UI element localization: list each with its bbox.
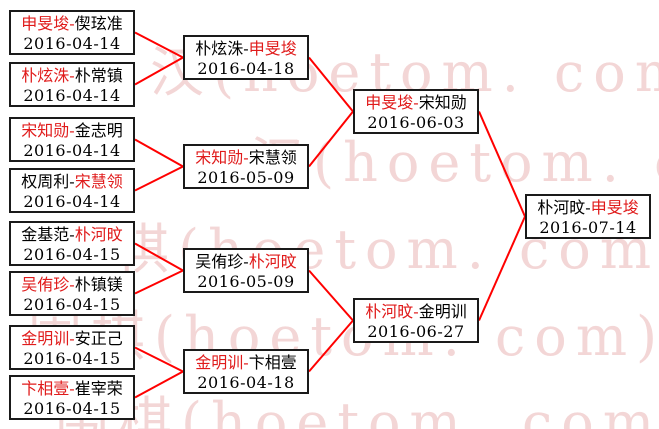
player-left: 金明训 — [195, 353, 244, 372]
match-date: 2016-04-14 — [23, 192, 121, 211]
match-box-r1-2: 朴炫洙-朴常镇 2016-04-14 — [9, 62, 135, 107]
hyphen: - — [243, 252, 249, 271]
match-date: 2016-04-14 — [23, 34, 121, 53]
match-players: 申旻埈-偰玹准 — [11, 13, 133, 34]
hyphen: - — [243, 353, 249, 372]
hyphen: - — [69, 329, 75, 348]
hyphen: - — [243, 148, 249, 167]
match-players: 朴河旼-金明训 — [355, 301, 477, 322]
match-date: 2016-04-15 — [23, 295, 121, 314]
match-date: 2016-04-14 — [23, 141, 121, 160]
match-date: 2016-06-03 — [367, 113, 465, 132]
match-box-qf-2: 宋知勋-宋慧领 2016-05-09 — [183, 144, 309, 189]
player-left: 权周利 — [21, 172, 70, 191]
match-players: 吴侑珍-朴河旼 — [185, 251, 307, 272]
player-right: 宋慧领 — [74, 172, 123, 191]
match-box-r1-5: 金基范-朴河旼 2016-04-15 — [9, 221, 135, 266]
player-right: 朴河旼 — [248, 252, 297, 271]
match-box-r1-4: 权周利-宋慧领 2016-04-14 — [9, 168, 135, 213]
match-players: 朴炫洙-申旻埈 — [185, 38, 307, 59]
hyphen: - — [69, 14, 75, 33]
hyphen: - — [69, 379, 75, 398]
player-right: 宋知勋 — [418, 93, 467, 112]
player-right: 申旻埈 — [590, 198, 639, 217]
hyphen: - — [69, 172, 75, 191]
player-right: 卞相壹 — [248, 353, 297, 372]
hyphen: - — [69, 66, 75, 85]
match-players: 权周利-宋慧领 — [11, 171, 133, 192]
player-left: 吴侑珍 — [195, 252, 244, 271]
match-box-sf-1: 申旻埈-宋知勋 2016-06-03 — [353, 89, 479, 134]
match-date: 2016-04-14 — [23, 86, 121, 105]
player-left: 宋知勋 — [21, 121, 70, 140]
player-right: 金志明 — [74, 121, 123, 140]
player-left: 申旻埈 — [365, 93, 414, 112]
match-box-r1-3: 宋知勋-金志明 2016-04-14 — [9, 117, 135, 162]
player-right: 崔宰荣 — [74, 379, 123, 398]
player-right: 安正己 — [74, 329, 123, 348]
match-players: 朴河旼-申旻埈 — [527, 197, 649, 218]
match-players: 宋知勋-金志明 — [11, 120, 133, 141]
match-players: 宋知勋-宋慧领 — [185, 147, 307, 168]
hyphen: - — [413, 93, 419, 112]
hyphen: - — [413, 302, 419, 321]
match-date: 2016-04-18 — [197, 59, 295, 78]
player-left: 金明训 — [21, 329, 70, 348]
match-players: 卞相壹-崔宰荣 — [11, 378, 133, 399]
match-box-r1-8: 卞相壹-崔宰荣 2016-04-15 — [9, 375, 135, 420]
match-date: 2016-07-14 — [539, 218, 637, 237]
player-right: 宋慧领 — [248, 148, 297, 167]
player-left: 申旻埈 — [21, 14, 70, 33]
player-left: 金基范 — [21, 225, 70, 244]
match-box-qf-3: 吴侑珍-朴河旼 2016-05-09 — [183, 248, 309, 293]
match-players: 申旻埈-宋知勋 — [355, 92, 477, 113]
player-left: 朴炫洙 — [21, 66, 70, 85]
match-players: 金明训-卞相壹 — [185, 352, 307, 373]
hyphen: - — [69, 121, 75, 140]
match-players: 金基范-朴河旼 — [11, 224, 133, 245]
hyphen: - — [69, 275, 75, 294]
match-date: 2016-04-15 — [23, 245, 121, 264]
player-left: 朴河旼 — [365, 302, 414, 321]
match-box-sf-2: 朴河旼-金明训 2016-06-27 — [353, 298, 479, 343]
hyphen: - — [243, 39, 249, 58]
match-date: 2016-05-09 — [197, 272, 295, 291]
watermark-row: 围棋(hoetom. com) — [55, 391, 659, 429]
hyphen: - — [585, 198, 591, 217]
match-date: 2016-04-15 — [23, 349, 121, 368]
player-left: 朴河旼 — [537, 198, 586, 217]
match-box-qf-4: 金明训-卞相壹 2016-04-18 — [183, 349, 309, 394]
hyphen: - — [69, 225, 75, 244]
player-left: 吴侑珍 — [21, 275, 70, 294]
match-players: 朴炫洙-朴常镇 — [11, 65, 133, 86]
match-players: 吴侑珍-朴镇镁 — [11, 274, 133, 295]
match-players: 金明训-安正己 — [11, 328, 133, 349]
match-box-r1-1: 申旻埈-偰玹准 2016-04-14 — [9, 10, 135, 55]
match-date: 2016-04-18 — [197, 373, 295, 392]
player-right: 朴镇镁 — [74, 275, 123, 294]
player-right: 朴常镇 — [74, 66, 123, 85]
player-left: 卞相壹 — [21, 379, 70, 398]
player-right: 偰玹准 — [74, 14, 123, 33]
player-right: 朴河旼 — [74, 225, 123, 244]
player-right: 金明训 — [418, 302, 467, 321]
match-box-r1-6: 吴侑珍-朴镇镁 2016-04-15 — [9, 271, 135, 316]
match-box-final: 朴河旼-申旻埈 2016-07-14 — [525, 194, 651, 239]
match-date: 2016-06-27 — [367, 322, 465, 341]
player-right: 申旻埈 — [248, 39, 297, 58]
player-left: 朴炫洙 — [195, 39, 244, 58]
match-box-qf-1: 朴炫洙-申旻埈 2016-04-18 — [183, 35, 309, 80]
match-box-r1-7: 金明训-安正己 2016-04-15 — [9, 325, 135, 370]
match-date: 2016-04-15 — [23, 399, 121, 418]
match-date: 2016-05-09 — [197, 168, 295, 187]
player-left: 宋知勋 — [195, 148, 244, 167]
